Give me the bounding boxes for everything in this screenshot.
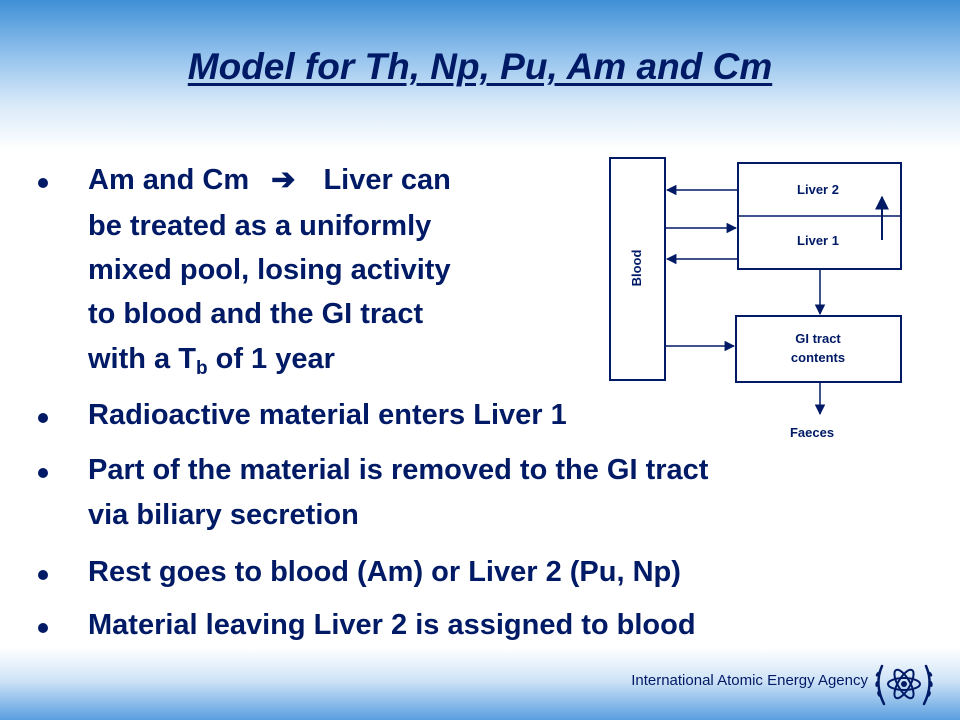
blood-compartment-box: [609, 157, 666, 381]
bullet-1-tb-subscript: b: [195, 358, 208, 379]
faeces-label: Faeces: [790, 425, 834, 440]
liver-2-label: Liver 2: [797, 182, 839, 197]
bullet-1-subject: Am and Cm: [88, 164, 250, 196]
bullet-1-line-4: to blood and the GI tract: [88, 298, 424, 330]
bullet-3-line-1: Part of the material is removed to the G…: [88, 454, 709, 486]
bullet-1-tb-suffix: of 1 year: [207, 343, 335, 375]
bullet-1-tb-prefix: with a T: [88, 343, 196, 375]
iaea-atom-emblem-icon: [875, 664, 933, 706]
blood-label: Blood: [629, 250, 644, 287]
gi-tract-compartment-box: [735, 315, 902, 383]
bullet-4: Rest goes to blood (Am) or Liver 2 (Pu, …: [88, 556, 681, 588]
bullet-dot: [38, 623, 48, 633]
bullet-1-continuation: Liver can: [323, 164, 451, 196]
agency-name: International Atomic Energy Agency: [631, 672, 868, 689]
slide-title: Model for Th, Np, Pu, Am and Cm: [187, 46, 773, 87]
gi-tract-label-line-2: contents: [791, 350, 845, 365]
bullet-dot: [38, 178, 48, 188]
bullet-3-line-2: via biliary secretion: [88, 499, 359, 531]
footer-gradient-band: [0, 648, 960, 720]
gi-tract-label-line-1: GI tract: [795, 331, 841, 346]
bullet-2: Radioactive material enters Liver 1: [88, 399, 567, 431]
header-gradient-band: [0, 0, 960, 150]
bullet-1-line-2: be treated as a uniformly: [88, 210, 432, 242]
bullet-1-line-3: mixed pool, losing activity: [88, 254, 451, 286]
bullet-1-line-1: Am and Cm ➔ Liver can: [88, 163, 451, 198]
liver-1-label: Liver 1: [797, 233, 839, 248]
bullet-dot: [38, 468, 48, 478]
right-arrow-icon: ➔: [271, 164, 296, 196]
bullet-1-line-5: with a Tb of 1 year: [88, 342, 335, 379]
bullet-dot: [38, 413, 48, 423]
bullet-5: Material leaving Liver 2 is assigned to …: [88, 609, 696, 641]
bullet-dot: [38, 570, 48, 580]
